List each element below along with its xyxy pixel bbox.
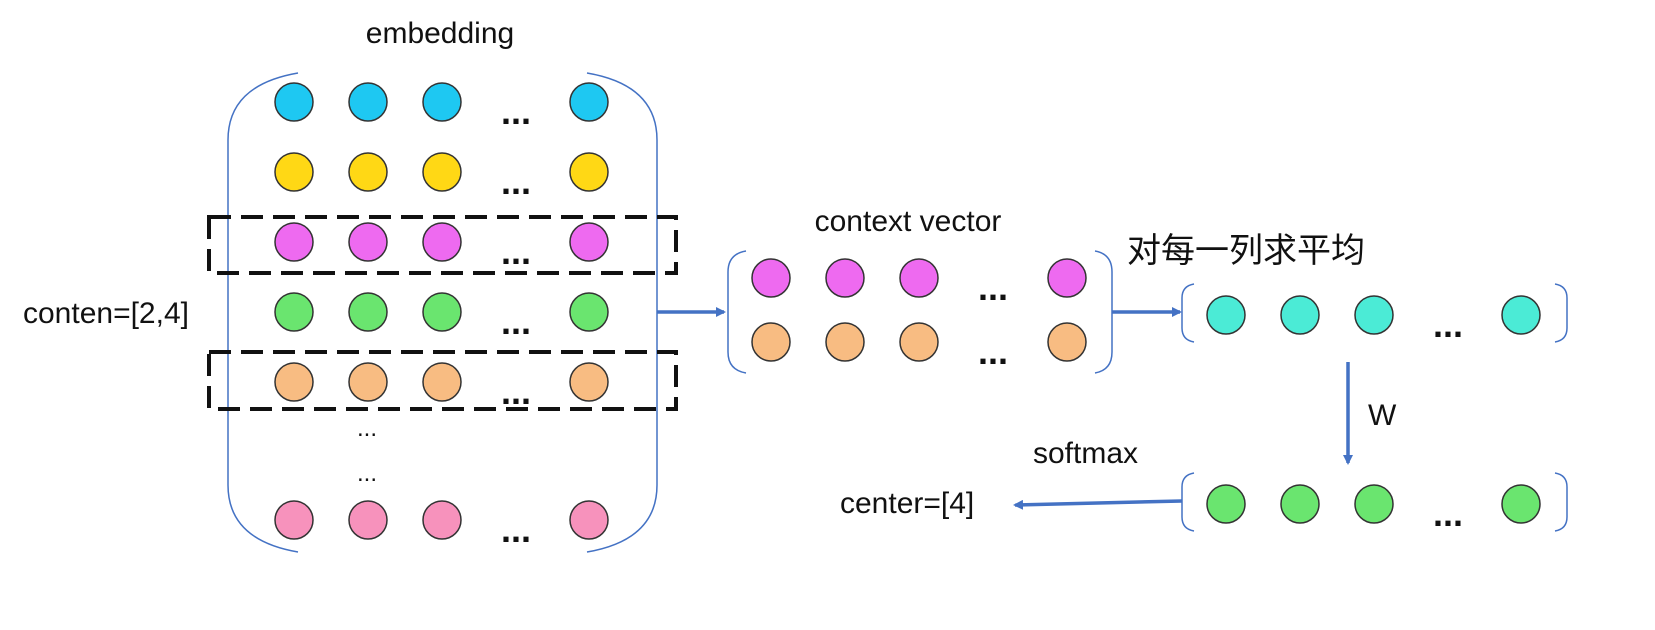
context-cell-1-1 — [751, 258, 791, 298]
embedding-row-ellipsis-1: ... — [501, 91, 531, 132]
embedding-row-ellipsis-5: ... — [501, 371, 531, 412]
average-right-bracket — [1554, 283, 1568, 343]
embedding-cell-2-3 — [422, 152, 462, 192]
embedding-cell-3-4 — [569, 222, 609, 262]
embedding-rows: .................. — [274, 82, 609, 550]
average-label: 对每一列求平均 — [1127, 232, 1365, 270]
output-row-ellipsis: ... — [1433, 493, 1463, 534]
vertical-ellipsis-1: ... — [357, 415, 377, 442]
output-cell-2 — [1280, 484, 1320, 524]
context-cell-2-1 — [751, 322, 791, 362]
embedding-cell-1-3 — [422, 82, 462, 122]
embedding-cell-4-2 — [348, 292, 388, 332]
output-cell-3 — [1354, 484, 1394, 524]
vertical-ellipsis-2: ... — [357, 460, 377, 487]
embedding-cell-6-1 — [274, 500, 314, 540]
center-label: center=[4] — [840, 487, 974, 520]
context-vector-label: context vector — [815, 205, 1002, 238]
average-cell-2 — [1280, 295, 1320, 335]
average-cell-1 — [1206, 295, 1246, 335]
softmax-label: softmax — [1033, 437, 1138, 470]
embedding-cell-3-3 — [422, 222, 462, 262]
embedding-row-ellipsis-3: ... — [501, 231, 531, 272]
embedding-left-bracket — [227, 72, 299, 553]
embedding-cell-5-3 — [422, 362, 462, 402]
weight-label: W — [1368, 399, 1397, 432]
context-cell-2-3 — [899, 322, 939, 362]
embedding-cell-6-4 — [569, 500, 609, 540]
context-row-ellipsis-1: ... — [978, 267, 1008, 308]
output-right-bracket — [1554, 472, 1568, 532]
context-cell-2-4 — [1047, 322, 1087, 362]
embedding-row-ellipsis-2: ... — [501, 161, 531, 202]
context-cell-1-2 — [825, 258, 865, 298]
embedding-cell-6-2 — [348, 500, 388, 540]
context-cell-1-4 — [1047, 258, 1087, 298]
embedding-cell-2-2 — [348, 152, 388, 192]
embedding-cell-6-3 — [422, 500, 462, 540]
average-left-bracket — [1181, 283, 1195, 343]
average-cell-3 — [1354, 295, 1394, 335]
embedding-cell-1-2 — [348, 82, 388, 122]
embedding-row-ellipsis-4: ... — [501, 301, 531, 342]
output-vector: ... — [1181, 472, 1568, 534]
output-left-bracket — [1181, 472, 1195, 532]
output-cell-1 — [1206, 484, 1246, 524]
embedding-label: embedding — [366, 17, 514, 50]
context-left-bracket — [727, 250, 747, 374]
average-row: ... — [1206, 295, 1541, 345]
average-row-ellipsis: ... — [1433, 304, 1463, 345]
embedding-cell-2-1 — [274, 152, 314, 192]
context-cell-2-2 — [825, 322, 865, 362]
context-right-bracket — [1094, 250, 1113, 374]
context-cell-1-3 — [899, 258, 939, 298]
embedding-cell-3-2 — [348, 222, 388, 262]
embedding-cell-5-1 — [274, 362, 314, 402]
embedding-cell-3-1 — [274, 222, 314, 262]
embedding-matrix: embedding .................. ... ... — [207, 17, 678, 553]
context-rows: ...... — [751, 258, 1087, 372]
context-row-ellipsis-2: ... — [978, 331, 1008, 372]
embedding-cell-4-4 — [569, 292, 609, 332]
embedding-cell-1-1 — [274, 82, 314, 122]
embedding-row-ellipsis-6: ... — [501, 509, 531, 550]
selected-row-box-4 — [207, 350, 678, 411]
output-cell-4 — [1501, 484, 1541, 524]
arrow-left-icon — [1013, 499, 1183, 510]
embedding-cell-4-1 — [274, 292, 314, 332]
context-indices-label: conten=[2,4] — [23, 297, 189, 330]
selected-row-box-2 — [207, 215, 678, 275]
embedding-cell-5-4 — [569, 362, 609, 402]
embedding-cell-4-3 — [422, 292, 462, 332]
average-cell-4 — [1501, 295, 1541, 335]
average-vector: ... — [1181, 283, 1568, 345]
embedding-cell-2-4 — [569, 152, 609, 192]
output-row: ... — [1206, 484, 1541, 534]
embedding-cell-1-4 — [569, 82, 609, 122]
embedding-cell-5-2 — [348, 362, 388, 402]
context-vector: context vector ...... — [727, 205, 1113, 374]
